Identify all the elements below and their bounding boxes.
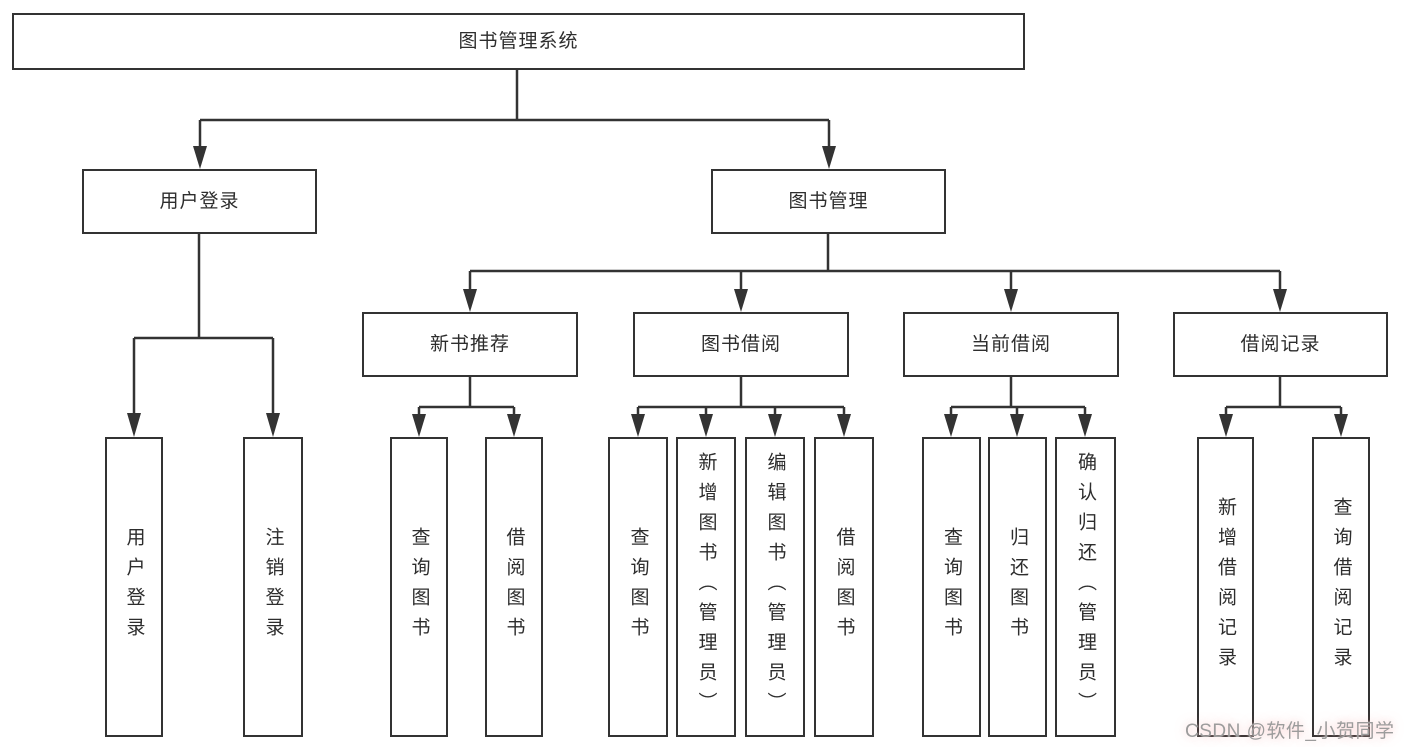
arrowhead: [266, 413, 280, 437]
leaf-query-borrow-record-label: 查询借阅记录: [1330, 497, 1352, 677]
leaf-current-query-books: 查询图书: [922, 437, 981, 737]
arrowhead: [822, 146, 836, 169]
node-root-label: 图书管理系统: [458, 31, 579, 52]
leaf-borrow-query-books-label: 查询图书: [627, 527, 649, 647]
node-new-book-recommend: 新书推荐: [362, 312, 578, 377]
arrowhead: [1273, 289, 1287, 312]
leaf-logout-login-label: 注销登录: [262, 527, 284, 647]
node-book-borrow: 图书借阅: [633, 312, 849, 377]
leaf-edit-book-admin: 编辑图书（管理员）: [745, 437, 805, 737]
arrowhead: [1078, 414, 1092, 437]
node-user-login: 用户登录: [82, 169, 317, 234]
leaf-return-books: 归还图书: [988, 437, 1047, 737]
arrowhead: [1004, 289, 1018, 312]
arrowhead: [768, 414, 782, 437]
leaf-borrow-books: 借阅图书: [814, 437, 874, 737]
leaf-confirm-return-admin-label: 确认归还（管理员）: [1075, 452, 1096, 722]
leaf-recommend-borrow-books-label: 借阅图书: [503, 527, 525, 647]
arrowhead: [734, 289, 748, 312]
arrowhead: [944, 414, 958, 437]
arrowhead: [127, 413, 141, 437]
node-book-borrow-label: 图书借阅: [700, 334, 781, 355]
leaf-recommend-query-books: 查询图书: [390, 437, 448, 737]
leaf-user-login: 用户登录: [105, 437, 163, 737]
arrowhead: [1219, 414, 1233, 437]
node-new-book-recommend-label: 新书推荐: [429, 334, 510, 355]
node-borrow-record: 借阅记录: [1173, 312, 1388, 377]
leaf-borrow-books-label: 借阅图书: [833, 527, 855, 647]
leaf-query-borrow-record: 查询借阅记录: [1312, 437, 1370, 737]
leaf-logout-login: 注销登录: [243, 437, 303, 737]
leaf-add-book-admin: 新增图书（管理员）: [676, 437, 736, 737]
leaf-edit-book-admin-label: 编辑图书（管理员）: [764, 452, 786, 722]
arrowhead: [193, 146, 207, 169]
node-borrow-record-label: 借阅记录: [1240, 334, 1321, 355]
leaf-add-borrow-record-label: 新增借阅记录: [1215, 497, 1236, 677]
arrowhead: [1334, 414, 1348, 437]
leaf-borrow-query-books: 查询图书: [608, 437, 668, 737]
arrowhead: [837, 414, 851, 437]
arrowhead: [463, 289, 477, 312]
leaf-add-borrow-record: 新增借阅记录: [1197, 437, 1254, 737]
csdn-watermark: CSDN @软件_小贺同学: [1185, 721, 1395, 742]
arrowhead: [699, 414, 713, 437]
node-user-login-label: 用户登录: [159, 191, 240, 212]
leaf-recommend-query-books-label: 查询图书: [408, 527, 430, 647]
leaf-add-book-admin-label: 新增图书（管理员）: [695, 452, 717, 722]
leaf-return-books-label: 归还图书: [1007, 527, 1028, 647]
node-current-borrow-label: 当前借阅: [970, 334, 1051, 355]
leaf-confirm-return-admin: 确认归还（管理员）: [1055, 437, 1116, 737]
node-root: 图书管理系统: [12, 13, 1025, 70]
leaf-recommend-borrow-books: 借阅图书: [485, 437, 543, 737]
node-current-borrow: 当前借阅: [903, 312, 1119, 377]
leaf-user-login-label: 用户登录: [123, 527, 145, 647]
arrowhead: [412, 414, 426, 437]
arrowhead: [507, 414, 521, 437]
leaf-current-query-books-label: 查询图书: [941, 527, 962, 647]
arrowhead: [631, 414, 645, 437]
node-book-management-label: 图书管理: [788, 191, 869, 212]
arrowhead: [1010, 414, 1024, 437]
node-book-management: 图书管理: [711, 169, 946, 234]
